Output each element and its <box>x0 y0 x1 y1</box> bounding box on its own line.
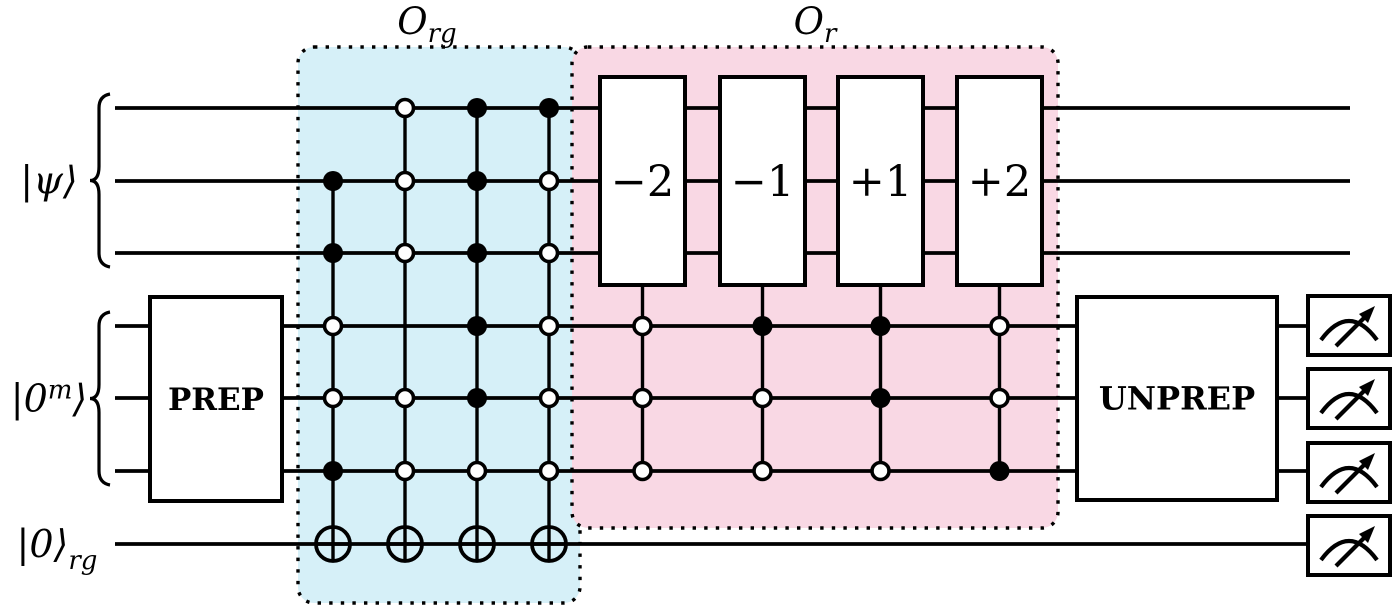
shift-gate-1-open-control-dot <box>752 460 773 482</box>
cnot-column-4-open-control-dot <box>538 242 560 264</box>
shift-gate-3-box <box>955 75 1044 287</box>
meter-needle-arrowhead-icon <box>1359 379 1375 396</box>
meter-needle-icon <box>1334 462 1367 495</box>
cnot-column-3-filled-control-dot <box>467 171 487 191</box>
meter-arc-icon <box>1319 465 1379 489</box>
shift-gate-2-filled-control-dot <box>870 316 891 336</box>
cnot-column-1-filled-control-dot <box>323 243 343 263</box>
prep-gate-label: PREP <box>168 382 264 418</box>
cnot-column-4-filled-control-dot <box>539 98 559 118</box>
register-brace-psi <box>89 92 111 269</box>
register-label-psi: |ψ⟩ <box>20 159 77 203</box>
measurement-meter-wire-4 <box>1306 367 1392 430</box>
meter-box <box>1306 367 1392 430</box>
cnot-column-2-open-control-dot <box>394 387 416 409</box>
shift-gate-2-label: +1 <box>849 157 912 207</box>
cnot-column-1-filled-control-dot <box>323 171 343 191</box>
shift-gate-1-open-control-dot <box>752 387 773 409</box>
shift-gate-1-box <box>718 75 807 287</box>
region-label-org: Org <box>397 0 456 49</box>
cnot-column-4-open-control-dot <box>538 315 560 337</box>
shift-gate-0-label: −2 <box>611 157 674 207</box>
register-label-zero-rg: |0⟩rg <box>17 522 98 576</box>
cnot-column-2-open-control-dot <box>394 170 416 192</box>
shift-gate-2-open-control-dot <box>870 460 891 482</box>
cnot-column-2-open-control-dot <box>394 97 416 119</box>
meter-needle-arrowhead-icon <box>1359 453 1375 470</box>
shift-gate-0-open-control-dot <box>632 315 653 337</box>
unprep-gate-box <box>1075 295 1279 502</box>
cnot-column-2-open-control-dot <box>394 460 416 482</box>
meter-arc-icon <box>1319 391 1379 415</box>
shift-gate-0-open-control-dot <box>632 387 653 409</box>
cnot-column-3-filled-control-dot <box>467 388 487 408</box>
shift-gate-1-filled-control-dot <box>752 316 773 336</box>
shift-gate-0-box <box>598 75 687 287</box>
measurement-meter-wire-3 <box>1306 294 1392 357</box>
shift-gate-0-open-control-dot <box>632 460 653 482</box>
meter-needle-icon <box>1334 388 1367 421</box>
cnot-column-1-open-control-dot <box>322 315 344 337</box>
cnot-column-3-filled-control-dot <box>467 316 487 336</box>
unprep-gate-label: UNPREP <box>1099 380 1255 418</box>
shift-gate-2-box <box>836 75 925 287</box>
meter-needle-icon <box>1334 535 1367 568</box>
region-or <box>570 45 1060 530</box>
meter-needle-icon <box>1334 315 1367 348</box>
meter-arc-icon <box>1319 318 1379 342</box>
shift-gate-3-open-control-dot <box>989 387 1010 409</box>
cnot-column-1-open-control-dot <box>322 387 344 409</box>
register-label-zero-m: |0m⟩ <box>11 376 87 421</box>
measurement-meter-wire-6 <box>1306 514 1392 577</box>
cnot-column-1-filled-control-dot <box>323 461 343 481</box>
cnot-column-2-open-control-dot <box>394 242 416 264</box>
region-label-or: Or <box>794 0 838 49</box>
meter-box <box>1306 294 1392 357</box>
meter-arc-icon <box>1319 538 1379 562</box>
meter-box <box>1306 514 1392 577</box>
shift-gate-2-filled-control-dot <box>870 388 891 408</box>
cnot-column-3-open-control-dot <box>466 460 488 482</box>
shift-gate-3-filled-control-dot <box>989 461 1010 481</box>
meter-needle-arrowhead-icon <box>1359 306 1375 323</box>
cnot-column-4-open-control-dot <box>538 387 560 409</box>
cnot-column-4-open-control-dot <box>538 170 560 192</box>
cnot-column-4-open-control-dot <box>538 460 560 482</box>
measurement-meter-wire-5 <box>1306 441 1392 504</box>
meter-needle-arrowhead-icon <box>1359 526 1375 543</box>
shift-gate-3-label: +2 <box>968 157 1031 207</box>
meter-box <box>1306 441 1392 504</box>
prep-gate-box <box>148 295 284 503</box>
register-brace-zero-m <box>89 310 111 487</box>
shift-gate-1-label: −1 <box>731 157 794 207</box>
shift-gate-3-open-control-dot <box>989 315 1010 337</box>
cnot-column-3-filled-control-dot <box>467 243 487 263</box>
cnot-column-3-filled-control-dot <box>467 98 487 118</box>
